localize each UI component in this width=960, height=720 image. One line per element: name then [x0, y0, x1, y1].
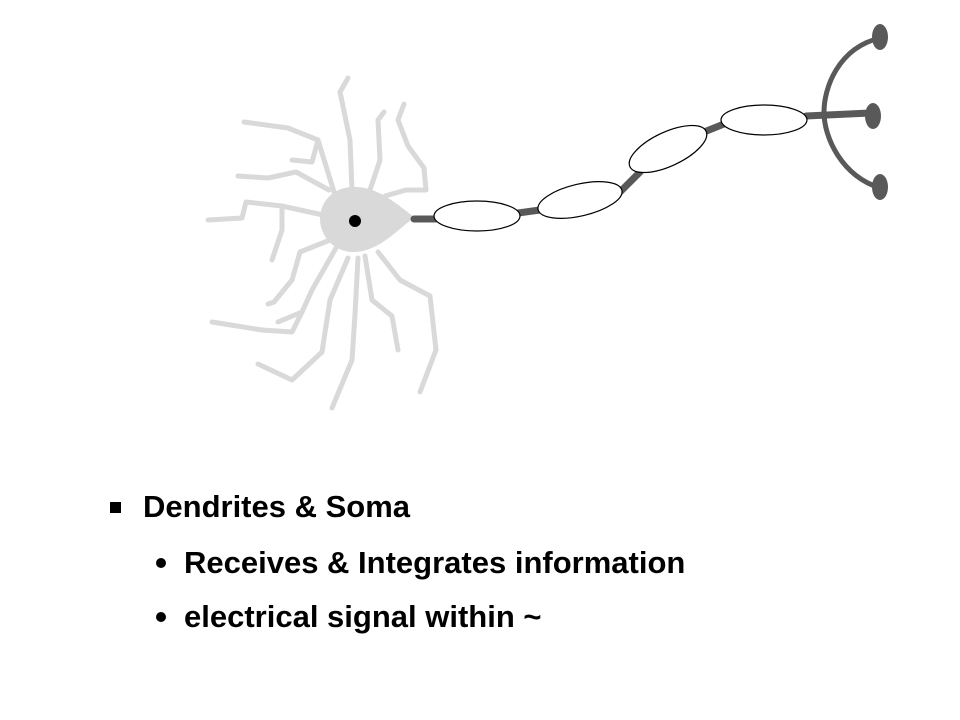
myelin-segment — [433, 200, 521, 232]
axon-terminals — [821, 24, 888, 200]
square-bullet-icon — [110, 501, 121, 513]
dendrite-branch — [337, 75, 355, 193]
dendrite-branch — [205, 199, 326, 223]
soma — [320, 186, 414, 252]
bullet-text: Receives & Integrates information — [184, 545, 686, 580]
dendrite-branch — [275, 309, 305, 325]
axon-segment — [802, 109, 874, 120]
dendrite-branch — [241, 119, 341, 208]
dendrites — [205, 75, 439, 411]
bullet-text: Dendrites & Soma — [143, 489, 411, 524]
terminal-bouton — [865, 103, 881, 129]
dendrite-branch — [382, 101, 429, 199]
dendrite-branch — [367, 109, 387, 193]
axon — [410, 109, 874, 223]
neuron-diagram — [205, 24, 888, 411]
bullet-item-electrical-signal: electrical signal within ~ — [156, 599, 541, 635]
bullet-item-receives-integrates: Receives & Integrates information — [156, 545, 685, 581]
dendrite-branch — [235, 169, 332, 193]
myelin-segment — [628, 124, 708, 174]
myelin-sheath — [433, 104, 808, 232]
dendrite-branch — [362, 253, 401, 353]
myelin-segment — [720, 104, 808, 136]
nucleus-icon — [349, 215, 361, 227]
bullet-item-dendrites-soma: Dendrites & Soma — [110, 489, 410, 525]
dendrite-branch — [289, 137, 321, 165]
round-bullet-icon — [156, 612, 166, 622]
round-bullet-icon — [156, 558, 166, 568]
myelin-segment — [537, 181, 623, 219]
dendrite-branch — [265, 237, 333, 307]
axon-segment — [700, 120, 728, 136]
axon-segment — [514, 206, 544, 217]
dendrite-branch — [375, 249, 439, 395]
dendrite-branch — [329, 255, 361, 411]
bullet-text: electrical signal within ~ — [184, 599, 542, 634]
terminal-bouton — [872, 174, 888, 200]
terminal-branch — [821, 35, 883, 191]
dendrite-branch — [269, 203, 285, 263]
dendrite-branch — [255, 255, 351, 383]
dendrite-branch — [209, 245, 339, 335]
axon-segment — [616, 168, 644, 196]
terminal-bouton — [872, 24, 888, 50]
